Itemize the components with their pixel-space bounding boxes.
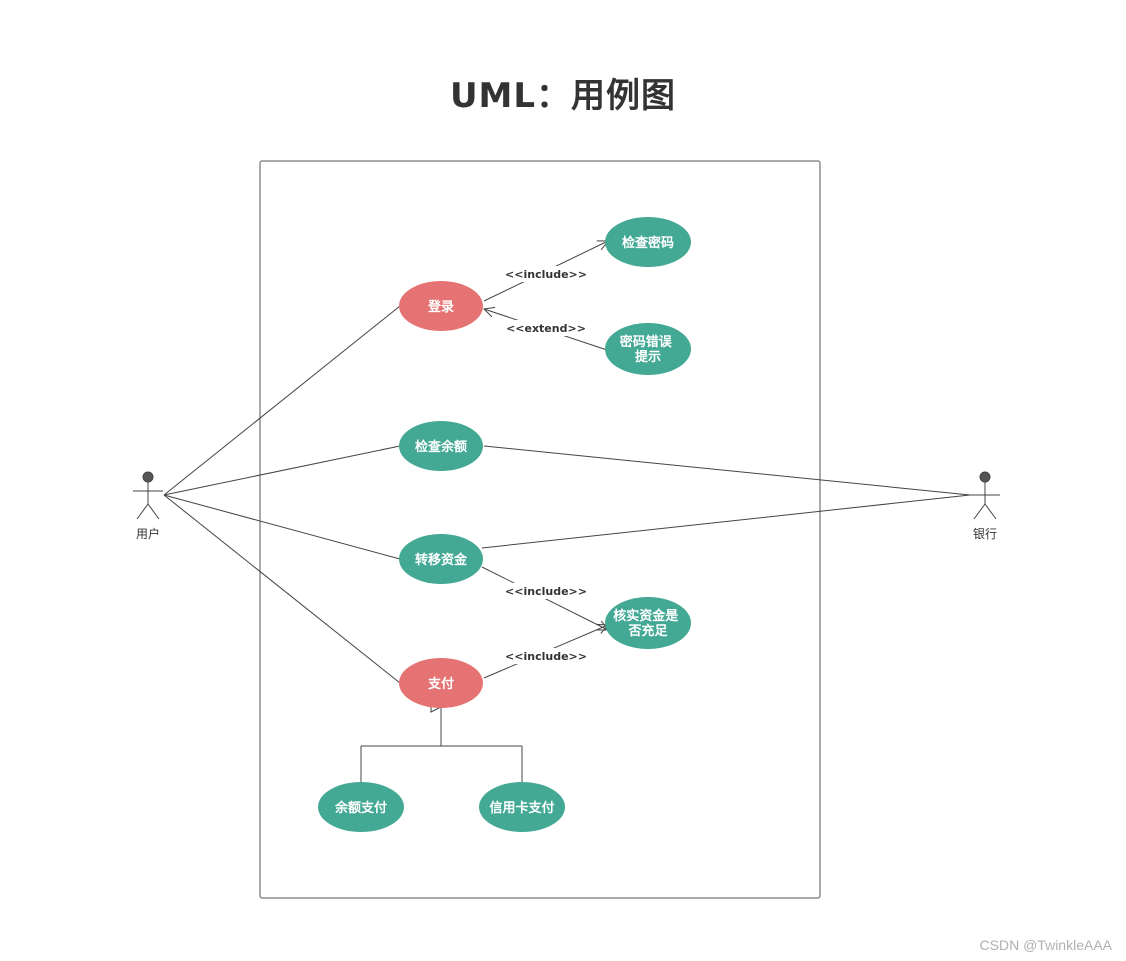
use-case-check-password-label: 检查密码 [622,235,674,251]
use-case-check-balance-label: 检查余额 [415,439,467,455]
actor-user[interactable] [133,471,163,520]
watermark: CSDN @TwinkleAAA [979,937,1112,953]
assoc-bank-transfer [481,494,971,549]
actor-bank-icon [979,471,991,483]
actor-bank[interactable] [970,471,1000,520]
stereotype-extend-label: <<extend>> [506,322,586,335]
actor-bank-label: 银行 [973,527,997,541]
use-case-login[interactable] [399,281,483,331]
use-case-credit-pay-label: 信用卡支付 [489,800,554,816]
use-case-password-error-label: 密码错误 提示 [619,334,677,365]
use-case-pay-label: 支付 [427,676,454,692]
use-case-transfer[interactable] [399,534,483,584]
assoc-user-pay [163,494,401,684]
stereotype-include-label: <<include>> [505,585,587,598]
assoc-user-login [163,305,401,496]
use-case-verify-funds-label: 核实资金是 否充足 [613,608,683,639]
system-boundary [259,160,821,899]
use-case-transfer-label: 转移资金 [415,552,468,568]
stereotype-include-label: <<include>> [505,268,587,281]
use-case-balance-pay-label: 余额支付 [334,800,387,816]
stereotype-include-label: <<include>> [505,650,587,663]
use-case-check-password[interactable] [605,217,691,267]
actor-user-icon [142,471,154,483]
use-case-pay[interactable] [399,658,483,708]
actor-user-label: 用户 [136,526,160,541]
use-case-credit-pay[interactable] [479,782,565,832]
use-case-verify-funds[interactable] [605,597,691,649]
assoc-bank-check-balance [483,445,971,496]
assoc-user-transfer [163,494,401,560]
use-case-check-balance[interactable] [399,421,483,471]
assoc-user-check-balance [163,445,401,496]
use-case-password-error[interactable] [605,323,691,375]
use-case-balance-pay[interactable] [318,782,404,832]
diagram-title: UML：用例图 [449,76,677,116]
use-case-login-label: 登录 [427,299,454,315]
